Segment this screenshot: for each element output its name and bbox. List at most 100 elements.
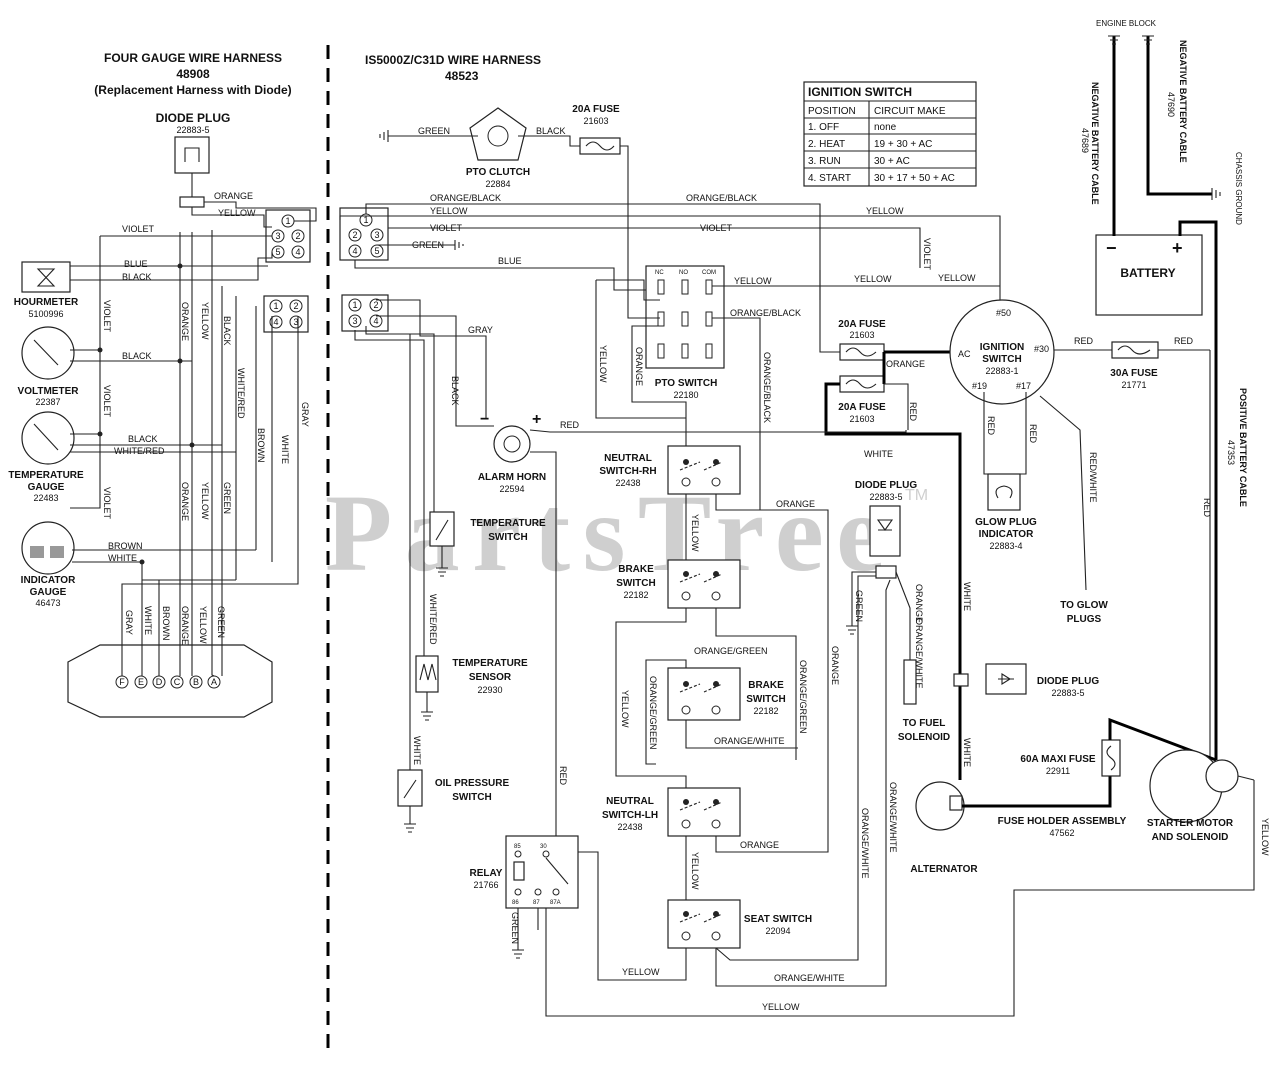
terminal-label: #19	[972, 381, 987, 391]
ignition-switch-label-1: IGNITION	[980, 342, 1024, 353]
wire-label: WHITE	[864, 449, 893, 459]
terminal-label: NC	[655, 270, 664, 276]
temp-sensor-label-2: SENSOR	[469, 672, 512, 683]
wire-label: RED	[1202, 498, 1212, 518]
wire-label: BLACK	[536, 126, 566, 136]
wire-label: ORANGE/BLACK	[686, 193, 757, 203]
neg-cable-2-label: NEGATIVE BATTERY CABLE	[1178, 40, 1188, 163]
wire-label: ORANGE/GREEN	[798, 660, 808, 734]
wire-label: YELLOW	[690, 852, 700, 890]
wire-label: RED	[908, 402, 918, 422]
neutral-rh-label-1: NEUTRAL	[604, 453, 652, 464]
terminal-label: 87A	[550, 900, 561, 906]
temperature-gauge-label-2: GAUGE	[28, 482, 65, 493]
terminal-label: 30 + AC	[874, 156, 910, 167]
to-fuel-solenoid-2: SOLENOID	[898, 732, 950, 743]
terminal-label: 1. OFF	[808, 122, 839, 133]
diode-plug-right-part: 22883-5	[1051, 688, 1084, 698]
brake-switch-2	[667, 667, 741, 721]
wire-label: ORANGE	[180, 302, 190, 341]
brake-2-label-1: BRAKE	[748, 680, 784, 691]
temp-switch-label-2: SWITCH	[488, 532, 527, 543]
wire-label: YELLOW	[218, 208, 256, 218]
ignition-switch-table: IGNITION SWITCH POSITION CIRCUIT MAKE 1.…	[803, 81, 977, 187]
wire-label: GREEN	[222, 482, 232, 514]
watermark-tm: TM	[905, 487, 928, 504]
left-harness: DIODE PLUG 22883-5 1 3 2 5 4 1 2 4 3 HOU…	[8, 111, 317, 718]
terminal-label: 3	[374, 230, 379, 240]
wire-label: GRAY	[300, 402, 310, 427]
terminal-label: 3	[293, 317, 298, 327]
fuse-30a-label: 30A FUSE	[1110, 368, 1158, 379]
seat-switch	[667, 899, 741, 949]
neg-cable-1-part: 47689	[1080, 128, 1090, 153]
neutral-lh-label-2: SWITCH-LH	[602, 810, 658, 821]
wire-label: ORANGE	[214, 191, 253, 201]
wire-label: WHITE	[280, 435, 290, 464]
terminal-label: 3	[275, 231, 280, 241]
ignition-table-title: IGNITION SWITCH	[808, 85, 912, 99]
wire-label: YELLOW	[1260, 818, 1270, 856]
wire-label: YELLOW	[200, 482, 210, 520]
neg-cable-2-part: 47690	[1166, 92, 1176, 117]
wire-label: ORANGE/WHITE	[914, 618, 924, 689]
terminal-label: 1	[352, 300, 357, 310]
wire-label: YELLOW	[198, 606, 208, 644]
wire-label: ORANGE	[180, 482, 190, 521]
terminal-label: E	[138, 677, 144, 687]
terminal-label: 4. START	[808, 173, 851, 184]
neutral-switch-lh	[667, 787, 741, 837]
wire-label: RED	[558, 766, 568, 786]
alarm-horn-part: 22594	[499, 484, 524, 494]
to-glow-plugs-1: TO GLOW	[1060, 600, 1108, 611]
wire-label: YELLOW	[430, 206, 468, 216]
chassis-ground-label: CHASSIS GROUND	[1234, 152, 1243, 225]
temp-sensor-part: 22930	[477, 685, 502, 695]
maxi-fuse-part: 22911	[1046, 766, 1070, 776]
terminal-label: 4	[373, 316, 378, 326]
wire-label: GRAY	[468, 325, 493, 335]
main-harness-part: 48523	[445, 69, 479, 83]
temperature-gauge-part: 22483	[33, 493, 58, 503]
wire-label: YELLOW	[620, 690, 630, 728]
terminal-label: 1	[273, 301, 278, 311]
diode-plug-mid	[869, 505, 901, 557]
wire-label: BLACK	[128, 434, 158, 444]
terminal-label: CIRCUIT MAKE	[874, 106, 946, 117]
wire-label: GRAY	[124, 610, 134, 635]
ignition-switch-part: 22883-1	[985, 366, 1018, 376]
pto-switch-part: 22180	[673, 390, 698, 400]
wire-label: ORANGE	[776, 499, 815, 509]
diode-plug-left	[174, 136, 210, 174]
wire-label: ORANGE/WHITE	[714, 736, 785, 746]
wire-label: GREEN	[418, 126, 450, 136]
ignition-switch-label-2: SWITCH	[982, 354, 1021, 365]
fuse-20a-mid1-label: 20A FUSE	[838, 319, 886, 330]
wire-label: ORANGE/BLACK	[430, 193, 501, 203]
starter-label-1: STARTER MOTOR	[1147, 818, 1234, 829]
wire-label: WHITE	[962, 738, 972, 767]
left-harness-title: FOUR GAUGE WIRE HARNESS	[104, 51, 282, 65]
terminal-label: AC	[958, 349, 971, 359]
diode-plug-right-label: DIODE PLUG	[1037, 676, 1099, 687]
indicator-gauge-part: 46473	[35, 598, 60, 608]
terminal-label: 30 + 17 + 50 + AC	[874, 173, 955, 184]
brake-1-label-2: SWITCH	[616, 578, 655, 589]
terminal-label: 30	[540, 844, 547, 850]
relay-part: 21766	[473, 880, 498, 890]
seat-switch-label: SEAT SWITCH	[744, 914, 812, 925]
seat-switch-part: 22094	[765, 926, 790, 936]
wire-label: YELLOW	[854, 274, 892, 284]
glow-plug-label-2: INDICATOR	[979, 529, 1034, 540]
watermark: PartsTree	[325, 472, 885, 594]
fuel-solenoid-connector	[903, 659, 917, 705]
alarm-horn-label: ALARM HORN	[478, 472, 546, 483]
wire-label: WHITE	[143, 606, 153, 635]
fuse-30a	[1111, 341, 1159, 359]
ignition-switch	[949, 299, 1055, 405]
battery-label: BATTERY	[1120, 266, 1175, 280]
wire-label: VIOLET	[922, 238, 932, 271]
wire-label: WHITE	[412, 736, 422, 765]
neg-cable-1-label: NEGATIVE BATTERY CABLE	[1090, 82, 1100, 205]
